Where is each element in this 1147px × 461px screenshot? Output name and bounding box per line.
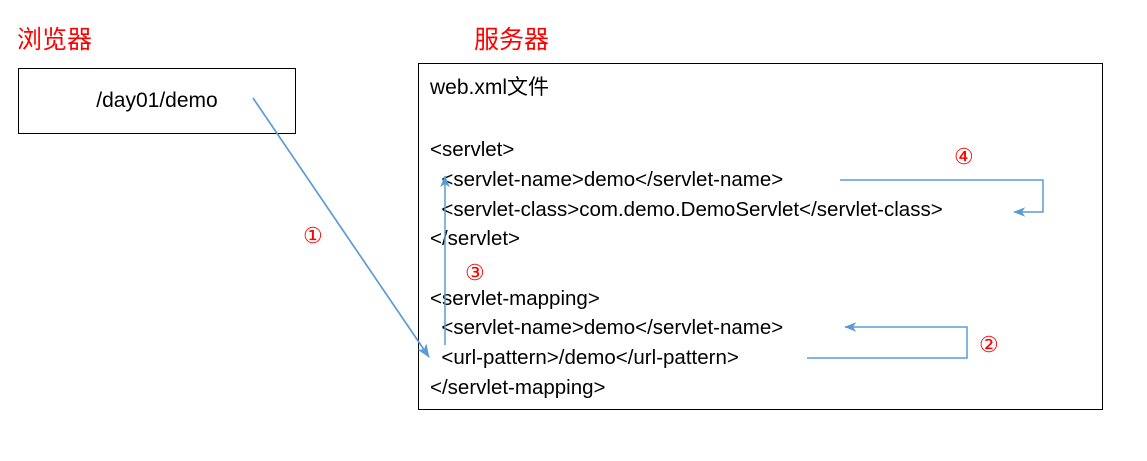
- step-number-2: ②: [979, 332, 999, 357]
- browser-section-title: 浏览器: [17, 27, 93, 54]
- xml-line: <servlet>: [430, 138, 515, 161]
- xml-line: </servlet-mapping>: [430, 376, 606, 399]
- xml-line: <servlet-mapping>: [430, 287, 600, 310]
- xml-line: <url-pattern>/demo</url-pattern>: [430, 346, 739, 369]
- step-number-4: ④: [954, 144, 974, 169]
- server-box: [418, 63, 1103, 410]
- xml-line: <servlet-class>com.demo.DemoServlet</ser…: [430, 198, 943, 221]
- step-number-3: ③: [465, 260, 485, 285]
- xml-line: </servlet>: [430, 227, 521, 250]
- server-section-title: 服务器: [474, 27, 550, 54]
- arrow-1-request: [252, 97, 430, 358]
- browser-box: /day01/demo: [18, 68, 296, 134]
- webxml-file-label: web.xml文件: [430, 76, 550, 99]
- browser-url-text: /day01/demo: [96, 89, 218, 112]
- xml-line: <servlet-name>demo</servlet-name>: [430, 168, 784, 191]
- step-number-1: ①: [303, 223, 323, 248]
- xml-line: <servlet-name>demo</servlet-name>: [430, 316, 784, 339]
